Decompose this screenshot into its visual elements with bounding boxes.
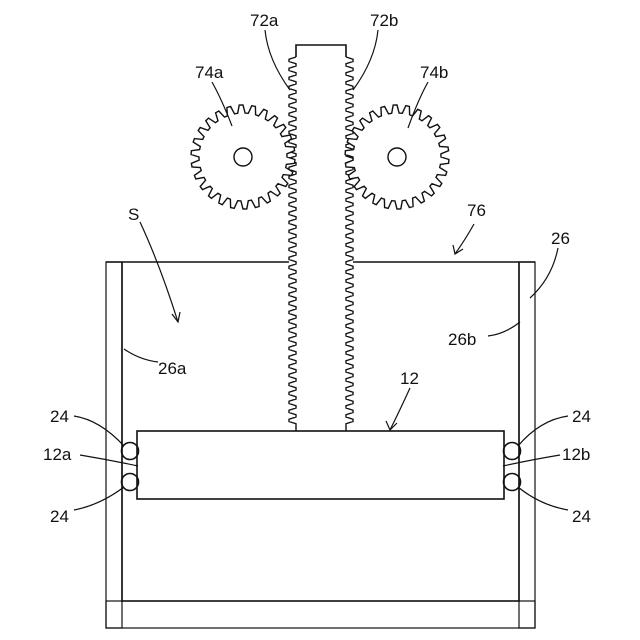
roller-bottom-right <box>504 474 521 491</box>
leader-lines <box>74 30 568 510</box>
label-12a: 12a <box>43 445 72 464</box>
leader-12a <box>80 455 138 466</box>
label-12: 12 <box>400 369 419 388</box>
label-26a: 26a <box>158 359 187 378</box>
leader-72b <box>353 30 378 90</box>
leader-26a <box>124 349 158 362</box>
vessel-wall-right <box>519 262 535 628</box>
label-24-top-left: 24 <box>50 407 69 426</box>
roller-bottom-left <box>122 474 139 491</box>
arrow-12 <box>386 421 397 430</box>
rollers <box>122 443 521 491</box>
rack-shaft <box>289 45 353 431</box>
reference-labels: 72a 72b 74a 74b S 76 26 26a 26b 12 24 12… <box>43 11 591 526</box>
rack-top-cap <box>296 45 346 57</box>
roller-top-left <box>122 443 139 460</box>
leader-24-br <box>518 487 568 510</box>
label-76: 76 <box>467 201 486 220</box>
vessel-wall-left <box>106 262 122 628</box>
label-74b: 74b <box>420 63 448 82</box>
rack-teeth-72b <box>346 57 353 431</box>
label-24-bottom-right: 24 <box>572 507 591 526</box>
label-26b: 26b <box>448 330 476 349</box>
leader-26b <box>488 322 520 336</box>
roller-top-right <box>504 443 521 460</box>
leader-12 <box>390 388 410 430</box>
label-24-top-right: 24 <box>572 407 591 426</box>
leader-24-tl <box>74 416 124 446</box>
gear-74a-axle <box>234 148 252 166</box>
label-26: 26 <box>551 229 570 248</box>
leader-76 <box>455 224 474 254</box>
label-74a: 74a <box>195 63 224 82</box>
vessel-bottom <box>106 601 535 628</box>
label-s: S <box>128 205 139 224</box>
vessel <box>106 262 535 628</box>
leader-12b <box>503 455 560 466</box>
leader-24-tr <box>518 416 568 446</box>
label-72a: 72a <box>250 11 279 30</box>
label-24-bottom-left: 24 <box>50 507 69 526</box>
leader-24-bl <box>74 487 124 510</box>
gear-74b-axle <box>388 148 406 166</box>
label-72b: 72b <box>370 11 398 30</box>
plate <box>137 431 504 499</box>
leader-72a <box>265 30 290 90</box>
leader-26 <box>530 248 558 298</box>
label-12b: 12b <box>562 445 590 464</box>
leader-s <box>140 222 178 322</box>
rack-teeth-72a <box>289 57 296 431</box>
